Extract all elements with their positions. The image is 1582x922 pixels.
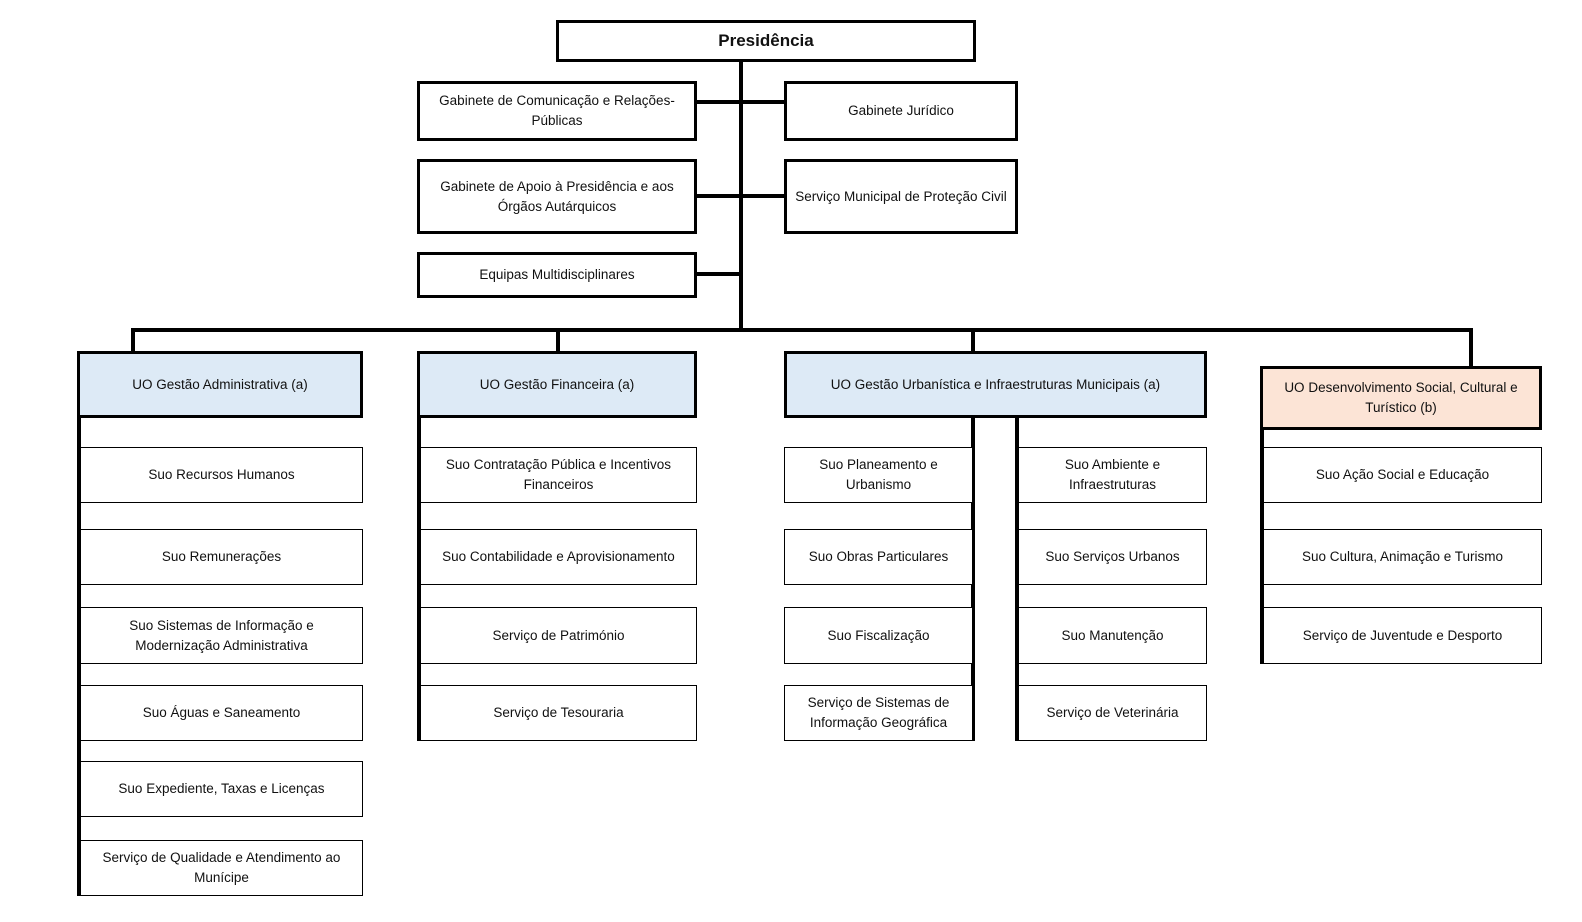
staff-comunicacao: Gabinete de Comunicação e Relações-Públi… bbox=[417, 81, 697, 141]
drop-administrativa bbox=[131, 328, 135, 354]
subunit-urbanistica-right: Serviço de Veterinária bbox=[1018, 685, 1207, 741]
unit-administrativa: UO Gestão Administrativa (a) bbox=[77, 351, 363, 418]
spine-urbanistica-right bbox=[1015, 416, 1019, 741]
subunit-financeira: Serviço de Tesouraria bbox=[420, 685, 697, 741]
subunit-administrativa: Suo Expediente, Taxas e Licenças bbox=[80, 761, 363, 817]
staff-juridico: Gabinete Jurídico bbox=[784, 81, 1018, 141]
subunit-administrativa: Serviço de Qualidade e Atendimento ao Mu… bbox=[80, 840, 363, 896]
unit-social: UO Desenvolvimento Social, Cultural e Tu… bbox=[1260, 366, 1542, 430]
subunit-financeira: Suo Contratação Pública e Incentivos Fin… bbox=[420, 447, 697, 503]
drop-social bbox=[1469, 328, 1473, 368]
drop-financeira bbox=[556, 328, 560, 354]
presidencia-box: Presidência bbox=[556, 20, 976, 62]
subunit-financeira: Serviço de Património bbox=[420, 607, 697, 664]
subunit-urbanistica-left: Suo Fiscalização bbox=[784, 607, 973, 664]
unit-financeira: UO Gestão Financeira (a) bbox=[417, 351, 697, 418]
drop-urbanistica bbox=[971, 328, 975, 354]
spine-administrativa bbox=[77, 416, 81, 896]
staff-apoio: Gabinete de Apoio à Presidência e aos Ór… bbox=[417, 159, 697, 234]
subunit-administrativa: Suo Recursos Humanos bbox=[80, 447, 363, 503]
subunit-urbanistica-right: Suo Manutenção bbox=[1018, 607, 1207, 664]
subunit-urbanistica-left: Suo Planeamento e Urbanismo bbox=[784, 447, 973, 503]
staff-connector-protecao bbox=[742, 194, 786, 198]
subunit-social: Suo Cultura, Animação e Turismo bbox=[1263, 529, 1542, 585]
subunit-social: Suo Ação Social e Educação bbox=[1263, 447, 1542, 503]
subunit-urbanistica-left: Serviço de Sistemas de Informação Geográ… bbox=[784, 685, 973, 741]
unit-urbanistica: UO Gestão Urbanística e Infraestruturas … bbox=[784, 351, 1207, 418]
staff-connector-equipas bbox=[696, 272, 740, 276]
subunit-administrativa: Suo Remunerações bbox=[80, 529, 363, 585]
spine-financeira bbox=[417, 416, 421, 741]
subunit-urbanistica-left: Suo Obras Particulares bbox=[784, 529, 973, 585]
staff-connector-apoio bbox=[696, 194, 740, 198]
subunit-urbanistica-right: Suo Serviços Urbanos bbox=[1018, 529, 1207, 585]
staff-connector-juridico bbox=[742, 100, 786, 104]
staff-protecao-civil: Serviço Municipal de Proteção Civil bbox=[784, 159, 1018, 234]
subunit-administrativa: Suo Sistemas de Informação e Modernizaçã… bbox=[80, 607, 363, 664]
spine-urbanistica-left bbox=[971, 416, 975, 741]
unit-bus-line bbox=[131, 328, 1473, 332]
staff-equipas: Equipas Multidisciplinares bbox=[417, 252, 697, 298]
subunit-financeira: Suo Contabilidade e Aprovisionamento bbox=[420, 529, 697, 585]
subunit-urbanistica-right: Suo Ambiente e Infraestruturas bbox=[1018, 447, 1207, 503]
subunit-administrativa: Suo Águas e Saneamento bbox=[80, 685, 363, 741]
staff-connector-comunicacao bbox=[696, 100, 740, 104]
spine-social bbox=[1260, 428, 1264, 664]
subunit-social: Serviço de Juventude e Desporto bbox=[1263, 607, 1542, 664]
trunk-line bbox=[739, 60, 743, 332]
